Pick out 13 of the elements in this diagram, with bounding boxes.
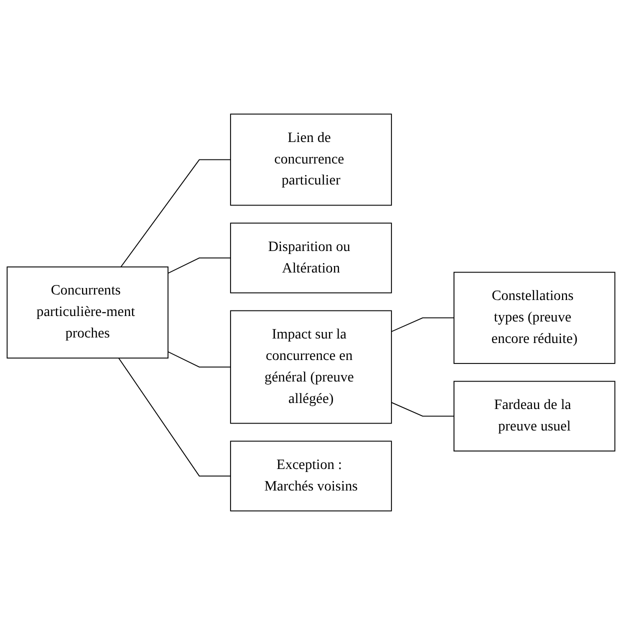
node-box xyxy=(230,440,392,512)
node-box xyxy=(6,266,168,359)
connector xyxy=(168,258,232,274)
connector xyxy=(120,159,232,268)
node-box xyxy=(454,272,616,364)
node-box xyxy=(230,114,392,206)
connector xyxy=(168,351,232,368)
connector xyxy=(118,358,232,476)
connector xyxy=(390,317,454,332)
node-box xyxy=(454,380,616,452)
node-box xyxy=(230,310,392,424)
node-box xyxy=(230,222,392,294)
connector xyxy=(390,402,454,417)
